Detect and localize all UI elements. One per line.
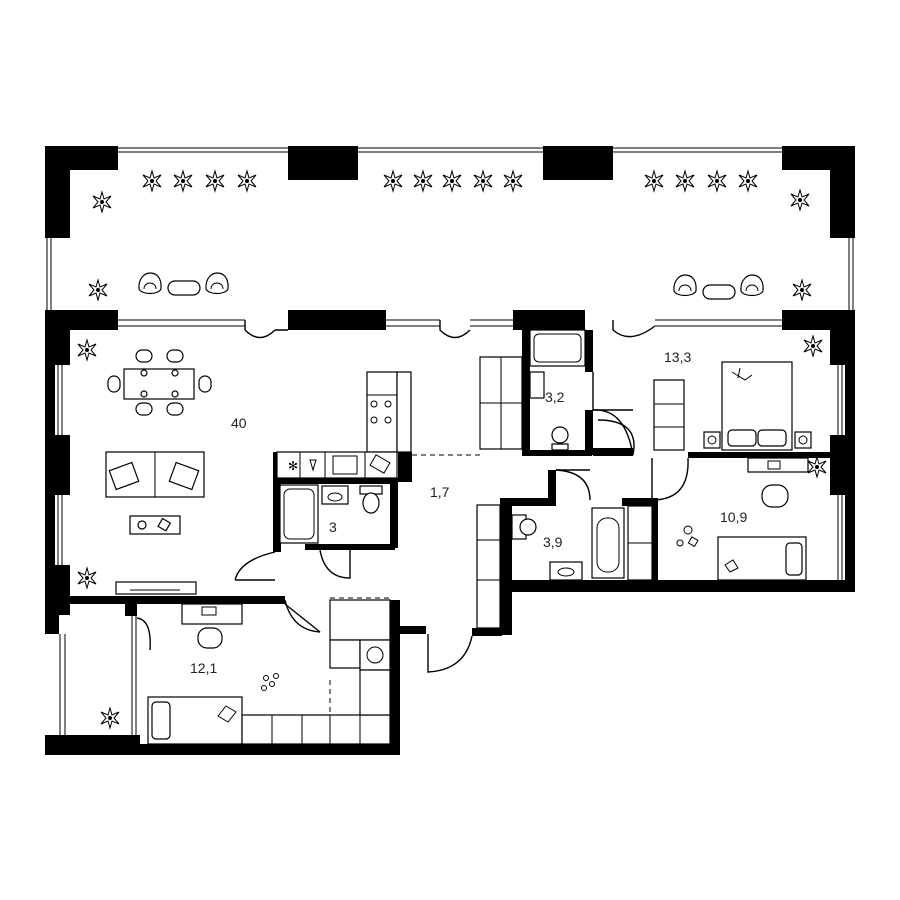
bed-icon <box>717 536 807 581</box>
bath-2-furniture <box>511 505 653 581</box>
doors <box>136 320 689 744</box>
sofa-icon <box>105 451 205 498</box>
plant-icon <box>237 170 257 192</box>
plant-icon <box>807 456 827 478</box>
sink-icon <box>529 371 545 399</box>
armchair-icon <box>138 272 162 295</box>
plant-icon <box>473 170 493 192</box>
chair-icon <box>197 627 223 649</box>
plant-icon <box>77 339 97 361</box>
toys-icon <box>261 673 279 691</box>
plant-icon <box>675 170 695 192</box>
desk-icon <box>181 603 243 625</box>
table-icon <box>702 284 736 300</box>
room-area-bedroom-1: 13,3 <box>664 349 691 365</box>
sink-icon <box>332 455 358 475</box>
plant-icon <box>442 170 462 192</box>
plant-icon <box>205 170 225 192</box>
plant-icon <box>77 567 97 589</box>
armchair-icon <box>740 274 764 297</box>
toilet-icon <box>551 426 569 444</box>
kitchen-furniture: ✻ <box>276 371 412 479</box>
plant-icon <box>383 170 403 192</box>
room-area-bath-2: 3,9 <box>543 534 563 550</box>
chair-icon <box>107 349 212 416</box>
plant-icon <box>100 707 120 729</box>
plant-icon <box>644 170 664 192</box>
armchair-icon <box>673 274 697 297</box>
room-area-bedroom-3: 12,1 <box>190 660 217 676</box>
armchair-icon <box>205 272 229 295</box>
sink-icon <box>321 485 349 505</box>
plant-icon <box>92 191 112 213</box>
table-icon <box>167 280 201 296</box>
balcony-middle <box>383 170 523 192</box>
balcony-right <box>644 170 812 301</box>
room-area-bedroom-2: 10,9 <box>720 509 747 525</box>
plant-icon <box>707 170 727 192</box>
bathtub-icon <box>529 329 586 367</box>
table-icon <box>123 368 195 400</box>
room-labels: 40 1,7 3 3,2 13,3 3,9 10,9 12,1 <box>190 349 747 676</box>
desk-icon <box>747 457 809 473</box>
room-area-living: 40 <box>231 415 247 431</box>
sink-icon <box>549 561 583 581</box>
plant-icon <box>142 170 162 192</box>
plant-icon <box>503 170 523 192</box>
toys-icon <box>676 525 739 573</box>
bedroom-1-furniture <box>653 335 823 451</box>
bath-1-furniture <box>279 484 383 544</box>
living-room-furniture <box>77 339 212 595</box>
fridge-icon: ✻ <box>288 459 298 473</box>
plant-icon <box>792 279 812 301</box>
walls <box>45 146 855 755</box>
washing-machine-icon <box>359 639 391 671</box>
plant-icon <box>803 335 823 357</box>
stove-icon <box>370 400 392 424</box>
balcony-left <box>88 170 257 301</box>
hall-cabinet <box>476 504 501 629</box>
chair-icon <box>761 484 789 508</box>
bed-icon <box>721 361 793 451</box>
plant-icon <box>173 170 193 192</box>
bathtub-icon <box>279 484 319 544</box>
plant-icon <box>413 170 433 192</box>
plant-icon <box>88 279 108 301</box>
plant-icon <box>738 170 758 192</box>
plant-icon <box>790 189 810 211</box>
room-area-wc-1: 3,2 <box>545 389 565 405</box>
bed-icon <box>147 696 243 745</box>
wc-1-furniture <box>479 329 586 451</box>
room-area-hall: 1,7 <box>430 484 450 500</box>
bedroom-2-furniture <box>676 456 827 581</box>
bedroom-3-furniture <box>100 599 391 745</box>
room-area-bath-1: 3 <box>329 519 337 535</box>
